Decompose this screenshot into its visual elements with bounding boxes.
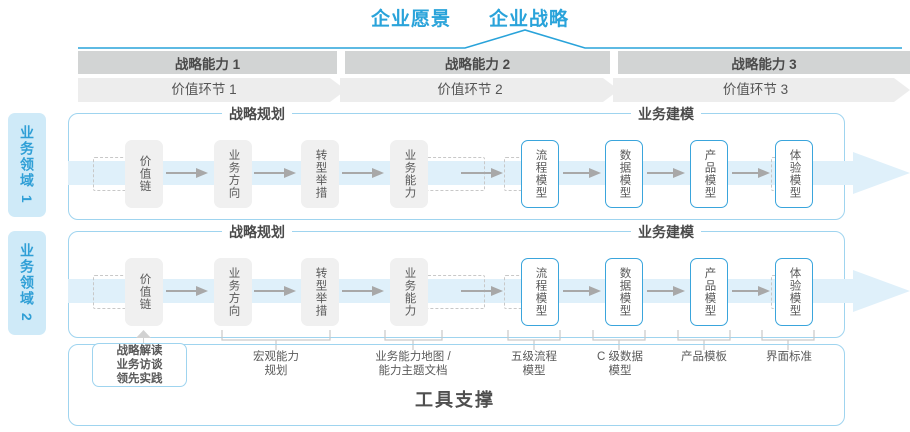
tool-support-container xyxy=(68,344,845,426)
flow-arrow xyxy=(461,286,503,296)
annotation-product-template: 产品模板 xyxy=(681,351,727,363)
node-transformation-initiative[interactable]: 转型举措 xyxy=(301,258,339,326)
node-data-model[interactable]: 数据模型 xyxy=(605,140,643,208)
node-process-model[interactable]: 流程模型 xyxy=(521,258,559,326)
annotation-brackets xyxy=(136,330,815,352)
node-process-model[interactable]: 流程模型 xyxy=(521,140,559,208)
annotation-line-1: 战略解读 xyxy=(116,345,163,357)
node-experience-model[interactable]: 体验模型 xyxy=(775,258,813,326)
capability-cell-1[interactable]: 战略能力 2 xyxy=(345,51,610,74)
node-experience-model[interactable]: 体验模型 xyxy=(775,140,813,208)
annotation-interface-standard: 界面标准 xyxy=(766,351,812,363)
value-link-label-0[interactable]: 价值环节 1 xyxy=(171,82,237,97)
annotation-line-3: 领先实践 xyxy=(116,373,163,385)
annotation-macro-capability-planning: 宏观能力 规划 xyxy=(253,351,299,377)
annotation-five-level-process-model: 五级流程 模型 xyxy=(511,351,557,377)
annotation-line-2: 业务访谈 xyxy=(116,359,163,371)
node-product-model[interactable]: 产品模型 xyxy=(690,140,728,208)
annotation-c-level-data-model: C 级数据 模型 xyxy=(597,351,643,377)
value-link-label-1[interactable]: 价值环节 2 xyxy=(437,82,503,97)
flow-arrow xyxy=(461,168,503,178)
flow-arrow xyxy=(254,286,296,296)
flow-arrow xyxy=(563,168,601,178)
flow-arrow xyxy=(732,286,770,296)
flow-arrow xyxy=(647,286,685,296)
flow-arrow xyxy=(732,168,770,178)
value-link-label-2[interactable]: 价值环节 3 xyxy=(722,82,789,97)
tool-title-backdrop xyxy=(330,382,580,412)
node-business-direction[interactable]: 业务方向 xyxy=(214,258,252,326)
node-transformation-initiative[interactable]: 转型举措 xyxy=(301,140,339,208)
annotation-capability-map: 业务能力地图 / 能力主题文档 xyxy=(375,351,451,377)
node-business-capability[interactable]: 业务能力 xyxy=(390,258,428,326)
section-caption-modeling-1: 业务建模 xyxy=(631,105,701,123)
flow-arrow xyxy=(647,168,685,178)
node-value-chain[interactable]: 价值链 xyxy=(125,140,163,208)
sidebar-domain-1[interactable]: 业务领域 1 xyxy=(8,113,46,217)
capability-cell-2[interactable]: 战略能力 3 xyxy=(618,51,910,74)
node-value-chain[interactable]: 价值链 xyxy=(125,258,163,326)
node-data-model[interactable]: 数据模型 xyxy=(605,258,643,326)
node-business-capability[interactable]: 业务能力 xyxy=(390,140,428,208)
enterprise-vision-title: 企业愿景 xyxy=(371,9,452,30)
enterprise-strategy-title: 企业战略 xyxy=(489,9,570,30)
node-product-model[interactable]: 产品模型 xyxy=(690,258,728,326)
value-link-chevrons xyxy=(78,78,910,102)
tool-support-title: 工具支撑 xyxy=(415,390,495,410)
flow-arrow xyxy=(342,168,384,178)
flow-arrow xyxy=(563,286,601,296)
node-business-direction[interactable]: 业务方向 xyxy=(214,140,252,208)
flow-arrow xyxy=(166,168,208,178)
vision-strategy-header: 企业愿景 企业战略 xyxy=(0,4,910,32)
section-caption-planning-1: 战略规划 xyxy=(222,105,292,123)
capability-cell-0[interactable]: 战略能力 1 xyxy=(78,51,337,74)
vision-peak-connector xyxy=(78,29,902,49)
flow-arrow xyxy=(342,286,384,296)
sidebar-domain-2[interactable]: 业务领域 2 xyxy=(8,231,46,335)
flow-arrow xyxy=(166,286,208,296)
section-caption-planning-2: 战略规划 xyxy=(222,223,292,241)
annotation-input-sources[interactable]: 战略解读 业务访谈 领先实践 xyxy=(92,343,187,387)
section-caption-modeling-2: 业务建模 xyxy=(631,223,701,241)
flow-arrow xyxy=(254,168,296,178)
